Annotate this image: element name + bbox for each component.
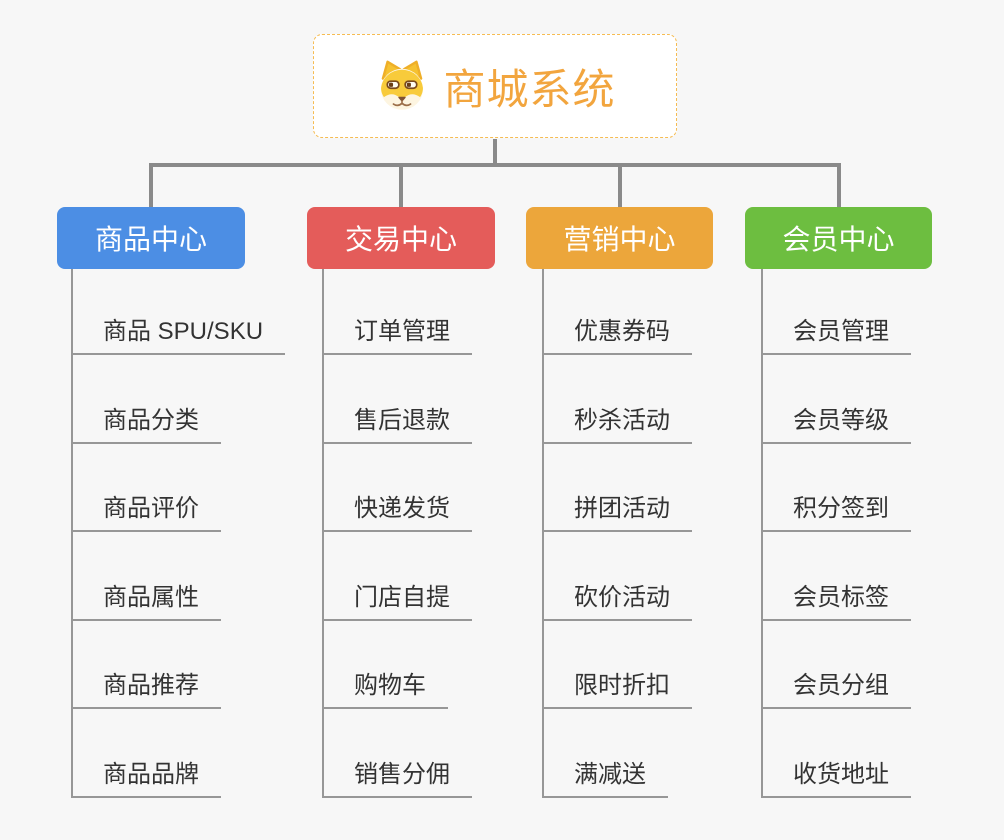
branch-label: 商品中心 (94, 224, 207, 255)
leaf-node[interactable]: 收货地址 (761, 760, 911, 798)
leaf-node[interactable]: 会员标签 (761, 583, 911, 621)
leaf-node[interactable]: 商品分类 (71, 406, 221, 444)
branch-connector-bar (149, 163, 841, 167)
leaf-node[interactable]: 砍价活动 (542, 583, 692, 621)
column-trunk (542, 269, 544, 798)
branch-node-member[interactable]: 会员中心 (745, 207, 932, 269)
leaf-node[interactable]: 限时折扣 (542, 671, 692, 709)
leaf-node[interactable]: 商品品牌 (71, 760, 221, 798)
leaf-node[interactable]: 秒杀活动 (542, 406, 692, 444)
leaf-node[interactable]: 订单管理 (322, 317, 472, 355)
leaf-node[interactable]: 销售分佣 (322, 760, 472, 798)
column-trunk (761, 269, 763, 798)
branch-connector-drop (149, 163, 153, 209)
leaf-node[interactable]: 商品评价 (71, 494, 221, 532)
leaf-node[interactable]: 商品推荐 (71, 671, 221, 709)
column-trunk (71, 269, 73, 798)
leaf-node[interactable]: 售后退款 (322, 406, 472, 444)
branch-connector-drop (399, 163, 403, 209)
leaf-node[interactable]: 商品属性 (71, 583, 221, 621)
leaf-node[interactable]: 优惠券码 (542, 317, 692, 355)
branch-node-trade[interactable]: 交易中心 (307, 207, 495, 269)
column-trunk (322, 269, 324, 798)
branch-connector-drop (618, 163, 622, 209)
leaf-node[interactable]: 会员等级 (761, 406, 911, 444)
branch-label: 营销中心 (563, 224, 676, 255)
leaf-node[interactable]: 积分签到 (761, 494, 911, 532)
root-connector-stem (493, 139, 497, 167)
branch-label: 会员中心 (782, 224, 895, 255)
leaf-node[interactable]: 会员分组 (761, 671, 911, 709)
leaf-node[interactable]: 商品 SPU/SKU (71, 317, 286, 355)
branch-node-marketing[interactable]: 营销中心 (526, 207, 713, 269)
leaf-node[interactable]: 门店自提 (322, 583, 472, 621)
branch-node-product[interactable]: 商品中心 (57, 207, 245, 269)
leaf-node[interactable]: 满减送 (542, 760, 668, 798)
branch-label: 交易中心 (344, 224, 457, 255)
leaf-node[interactable]: 拼团活动 (542, 494, 692, 532)
root-title: 商城系统 (443, 65, 616, 113)
leaf-node[interactable]: 购物车 (322, 671, 448, 709)
branch-connector-drop (837, 163, 841, 209)
dog-face-icon (381, 60, 424, 110)
leaf-node[interactable]: 会员管理 (761, 317, 911, 355)
root-node[interactable]: 商城系统 (313, 34, 677, 138)
leaf-node[interactable]: 快递发货 (322, 494, 472, 532)
